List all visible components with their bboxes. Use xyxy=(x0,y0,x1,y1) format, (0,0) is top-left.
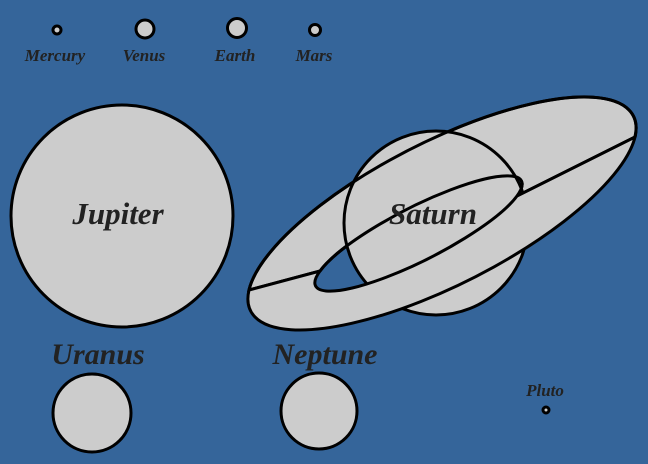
uranus-label: Uranus xyxy=(51,338,144,371)
jupiter-planet xyxy=(9,103,235,329)
mars-label: Mars xyxy=(295,46,333,65)
venus-label: Venus xyxy=(123,46,166,65)
neptune-label: Neptune xyxy=(272,338,378,371)
saturn-ring-inner-edge xyxy=(318,174,524,272)
earth-planet xyxy=(226,17,248,39)
earth-label: Earth xyxy=(214,46,256,65)
saturn-ring-edge xyxy=(247,95,638,291)
uranus-planet xyxy=(51,372,133,454)
venus-planet xyxy=(134,18,156,40)
pluto-label: Pluto xyxy=(525,381,564,400)
neptune-planet xyxy=(279,371,359,451)
mercury-planet xyxy=(51,24,63,36)
jupiter-label: Jupiter xyxy=(71,196,164,231)
mars-planet xyxy=(308,23,322,37)
saturn-label: Saturn xyxy=(389,196,477,231)
saturn-ring-front xyxy=(246,134,638,332)
pluto-planet xyxy=(541,405,551,415)
mercury-label: Mercury xyxy=(24,46,86,65)
